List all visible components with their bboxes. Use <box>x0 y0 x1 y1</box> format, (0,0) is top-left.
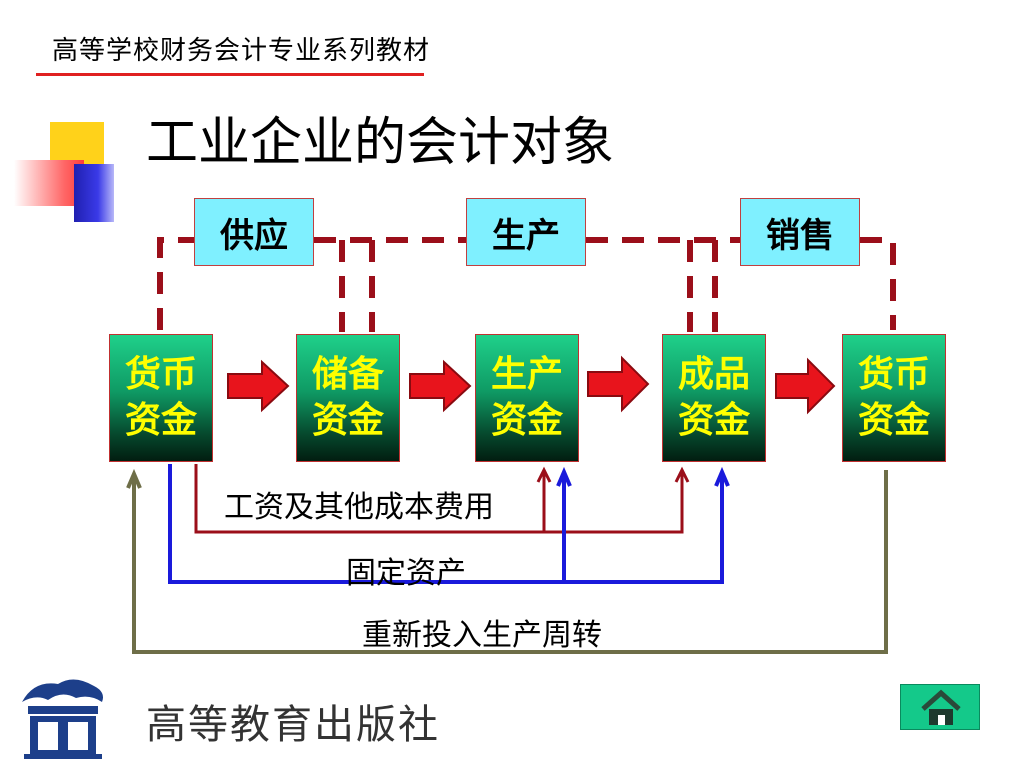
fund-label-line2: 资金 <box>311 400 384 441</box>
series-title: 高等学校财务会计专业系列教材 <box>52 36 431 66</box>
fund-arrows <box>227 355 836 415</box>
right-arrow-icon <box>775 357 836 415</box>
fund-label-line1: 货币 <box>124 354 197 395</box>
home-icon <box>921 689 961 725</box>
publisher-name: 高等教育出版社 <box>146 702 440 748</box>
right-arrow-icon <box>227 359 290 413</box>
fund-box-monetary-start: 货币 资金 <box>109 334 213 462</box>
stage-label: 生产 <box>492 215 560 256</box>
stage-box-supply: 供应 <box>194 198 314 266</box>
fund-box-monetary-end: 货币 资金 <box>842 334 946 462</box>
dragon-logo-icon <box>14 672 110 760</box>
wages-label: 工资及其他成本费用 <box>224 490 494 525</box>
decorative-squares <box>14 120 124 225</box>
reinvest-flow-line <box>126 468 888 654</box>
dashed-connectors <box>157 237 896 332</box>
fund-box-finished-goods: 成品 资金 <box>662 334 766 462</box>
fixed-assets-label: 固定资产 <box>346 556 466 591</box>
wages-flow-line <box>194 464 690 534</box>
title-underline <box>36 73 424 76</box>
stage-box-production: 生产 <box>466 198 586 266</box>
fund-label-line1: 储备 <box>311 354 384 395</box>
stage-label: 供应 <box>220 215 288 256</box>
fund-label-line1: 生产 <box>490 354 563 395</box>
home-button[interactable] <box>900 684 980 730</box>
fund-label-line2: 资金 <box>124 400 197 441</box>
fund-label-line2: 资金 <box>857 400 930 441</box>
fund-label-line2: 资金 <box>677 400 750 441</box>
fund-label-line1: 货币 <box>857 354 930 395</box>
fund-box-production: 生产 资金 <box>475 334 579 462</box>
fund-label-line1: 成品 <box>677 354 750 395</box>
right-arrow-icon <box>409 359 472 413</box>
fixed-assets-flow-line <box>168 464 730 584</box>
stage-label: 销售 <box>766 215 834 256</box>
fund-box-reserve: 储备 资金 <box>296 334 400 462</box>
right-arrow-icon <box>587 355 650 413</box>
stage-box-sales: 销售 <box>740 198 860 266</box>
slide-title: 工业企业的会计对象 <box>146 113 615 173</box>
reinvest-label: 重新投入生产周转 <box>362 618 602 653</box>
fund-label-line2: 资金 <box>490 400 563 441</box>
